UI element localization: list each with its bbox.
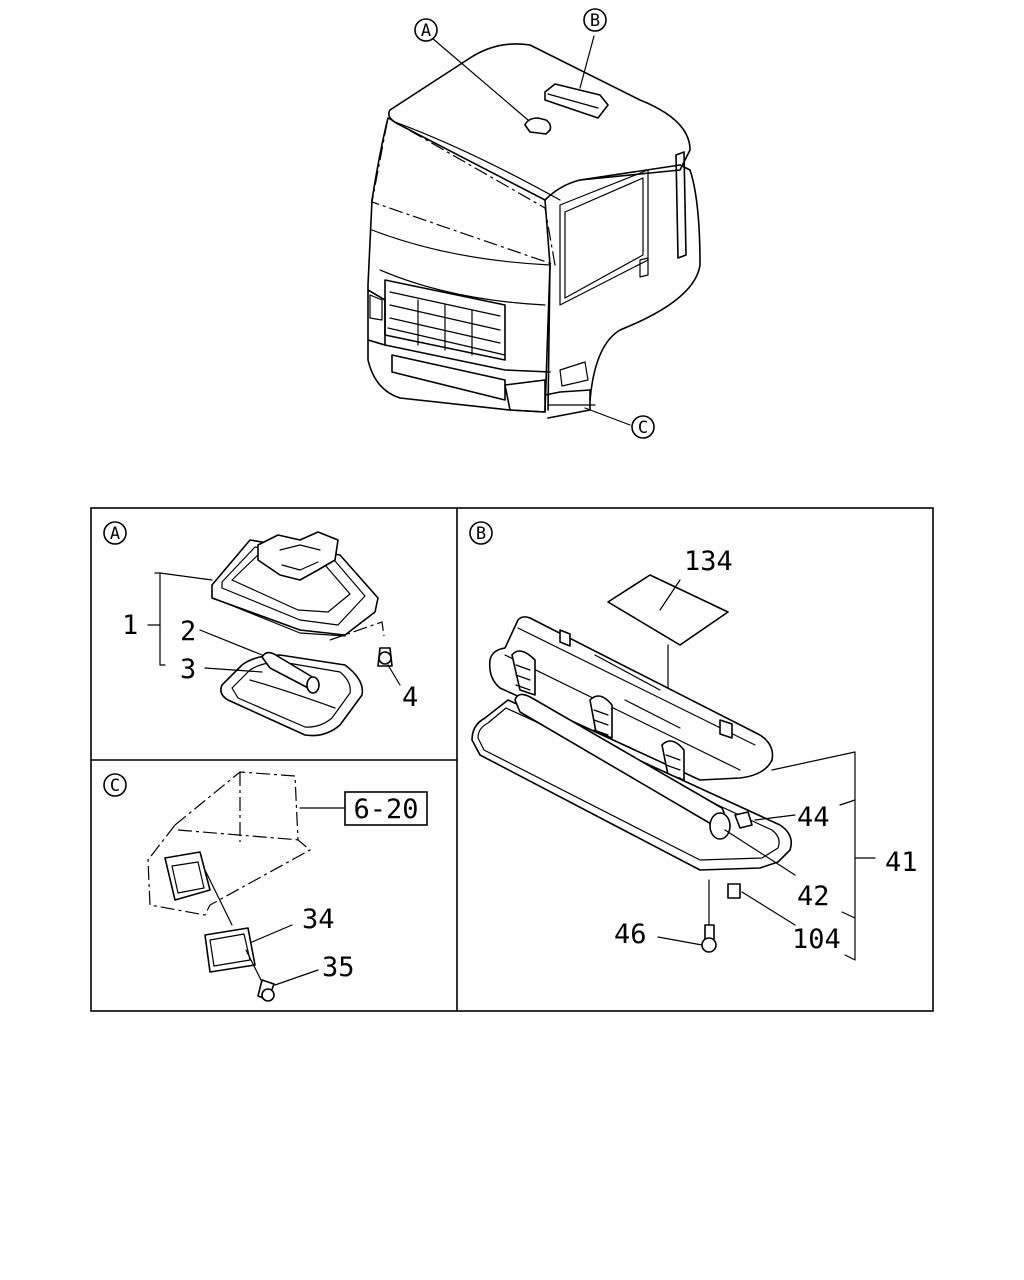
label-part-34: 34 [302, 904, 335, 935]
callout-c-top: C [631, 415, 655, 439]
label-part-134: 134 [684, 546, 733, 577]
label-part-3: 3 [180, 654, 196, 685]
label-part-35: 35 [322, 952, 355, 983]
svg-text:B: B [476, 524, 486, 544]
panel-b: B [469, 521, 918, 961]
label-part-46: 46 [614, 919, 647, 950]
callout-b-top: B [583, 8, 607, 32]
svg-text:A: A [110, 524, 120, 544]
callout-a-top: A [414, 18, 438, 42]
truck-cab-illustration [367, 43, 701, 419]
label-part-104: 104 [792, 924, 841, 955]
label-part-1: 1 [122, 610, 138, 641]
callout-a-panel: A [103, 521, 127, 545]
panel-a: A 1 2 3 4 [103, 521, 418, 737]
label-part-44: 44 [797, 802, 830, 833]
svg-text:A: A [421, 21, 431, 41]
label-part-42: 42 [797, 881, 830, 912]
panel-c: C 6-20 34 35 [103, 771, 428, 1002]
svg-text:B: B [590, 11, 600, 31]
svg-text:C: C [110, 776, 120, 796]
label-part-2: 2 [180, 616, 196, 647]
label-part-41: 41 [885, 847, 918, 878]
svg-text:6-20: 6-20 [353, 794, 418, 825]
label-part-4: 4 [402, 682, 418, 713]
svg-text:C: C [638, 418, 648, 438]
callout-c-panel: C [103, 773, 127, 797]
callout-b-panel: B [469, 521, 493, 545]
